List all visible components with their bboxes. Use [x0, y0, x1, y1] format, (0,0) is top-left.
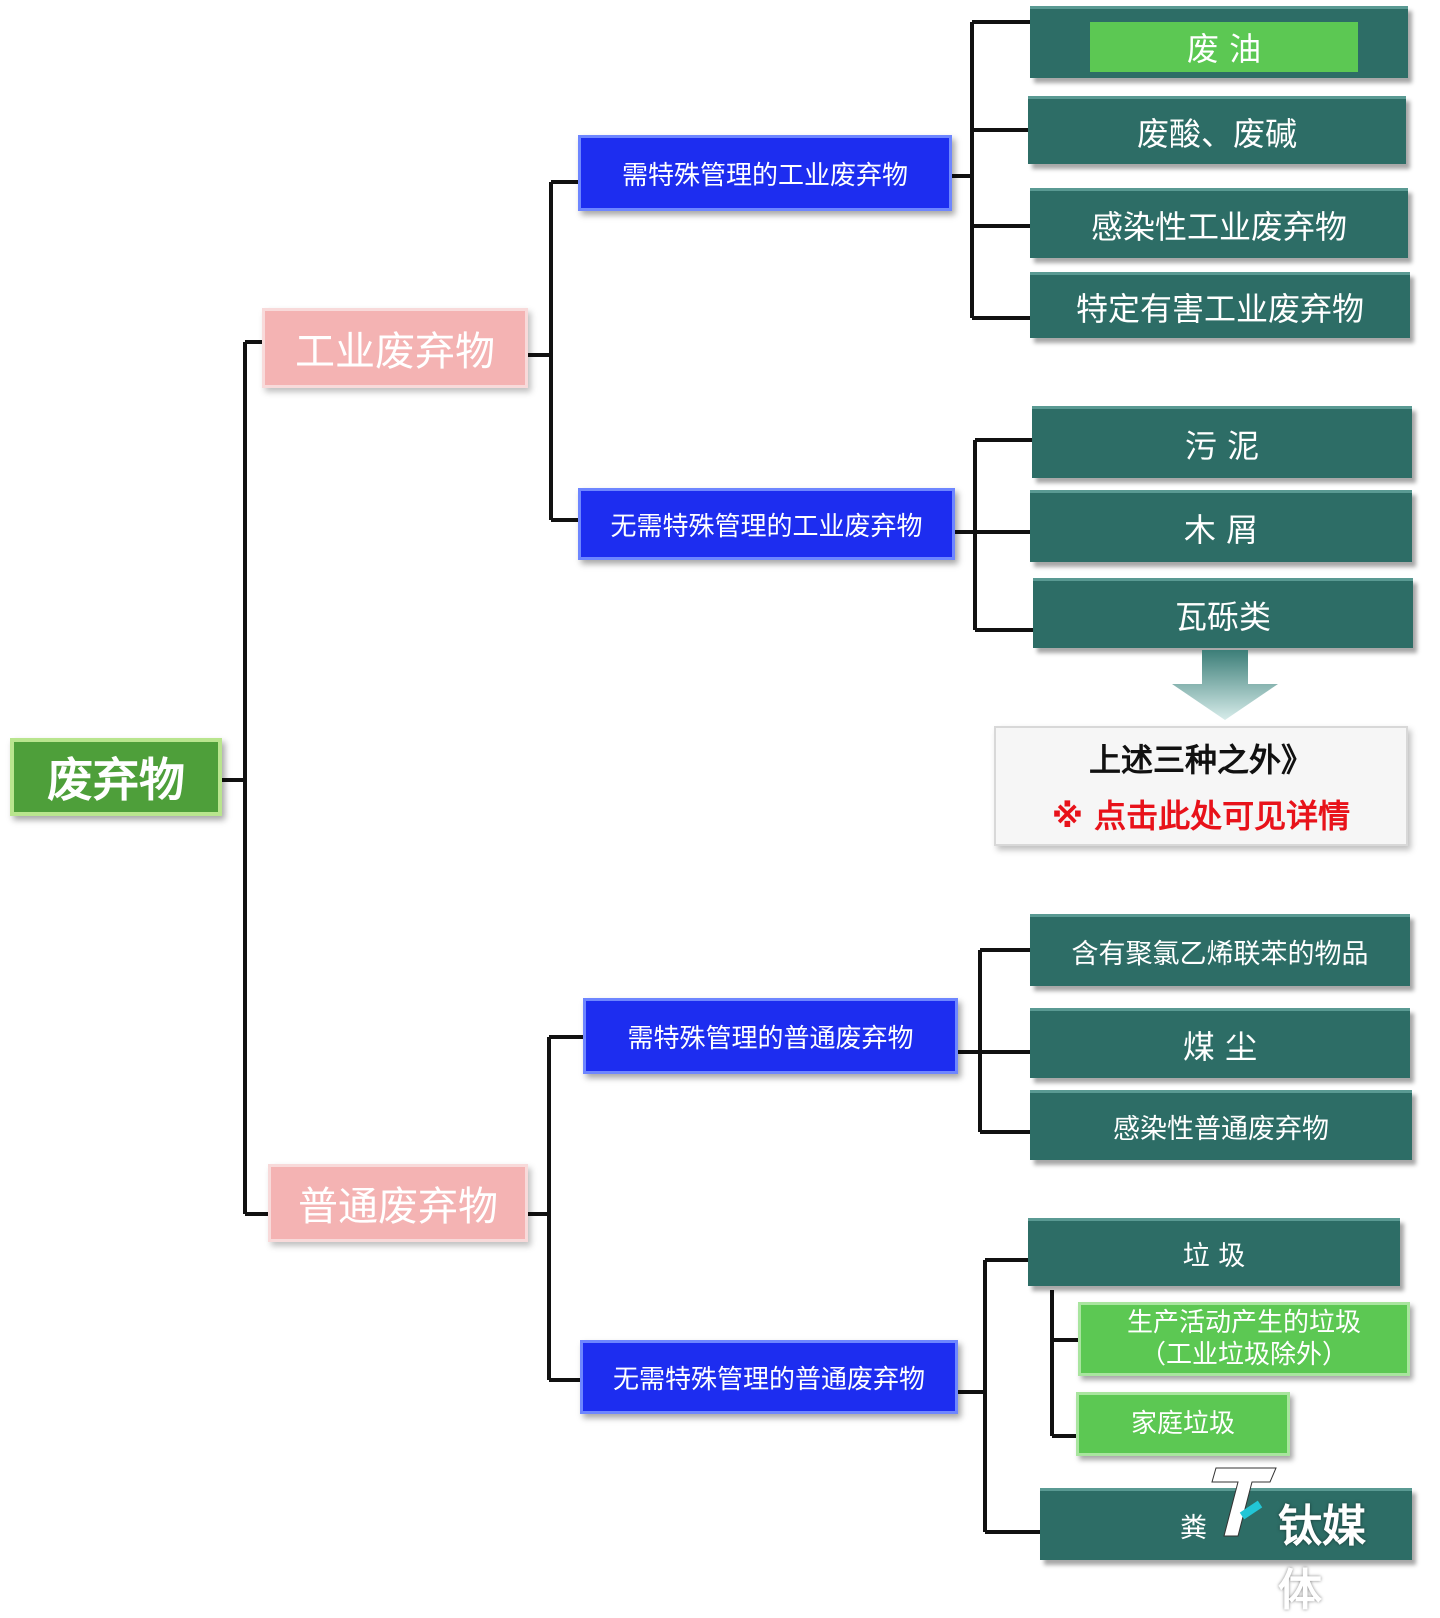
leaf-general-garbage: 垃 圾: [1028, 1218, 1400, 1286]
leaf-label-highlight: 废 油: [1090, 22, 1358, 72]
root-node: 废弃物: [10, 738, 222, 816]
leaf-industrial-special-4: 特定有害工业废弃物: [1030, 272, 1410, 338]
leaf-industrial-special-2: 废酸、废碱: [1028, 96, 1406, 164]
subcategory-industrial-nonspecial: 无需特殊管理的工业废弃物: [578, 488, 955, 560]
connector-industrial: [528, 180, 578, 522]
leaf-industrial-special-1: 废 油: [1030, 6, 1408, 78]
subcategory-general-nonspecial: 无需特殊管理的普通废弃物: [580, 1340, 958, 1414]
watermark-cn: 钛媒体: [1278, 1501, 1366, 1616]
tmtpost-logo-icon: [1211, 1467, 1277, 1537]
leaf-line: （工业垃圾除外）: [1139, 1340, 1348, 1370]
subcategory-industrial-special: 需特殊管理的工业废弃物: [578, 135, 952, 211]
connector-garbage-sub: [1050, 1290, 1078, 1438]
details-link[interactable]: ※ 点击此处可见详情: [1051, 797, 1351, 835]
connector-general-nonspecial: [958, 1258, 1040, 1534]
category-general: 普通废弃物: [268, 1164, 528, 1242]
leaf-general-special-1: 含有聚氯乙烯联苯的物品: [1030, 914, 1410, 986]
leaf-general-special-3: 感染性普通废弃物: [1030, 1090, 1412, 1160]
note-title: 上述三种之外》: [1088, 741, 1313, 779]
leaf-general-feces: 粪: [1040, 1488, 1412, 1560]
tmtpost-logo: TMTPOST 钛媒体: [1208, 1464, 1408, 1616]
connector-general-special: [958, 948, 1030, 1134]
leaf-industrial-nonspecial-3: 瓦砾类: [1033, 578, 1413, 648]
leaf-general-special-2: 煤 尘: [1030, 1008, 1410, 1078]
watermark-en: TMTPOST: [1278, 1464, 1384, 1485]
connector-general: [528, 1035, 583, 1382]
leaf-line: 家庭垃圾: [1130, 1409, 1235, 1439]
leaf-line: 生产活动产生的垃圾: [1126, 1308, 1361, 1338]
down-arrow-icon: [1172, 650, 1278, 720]
leaf-industrial-nonspecial-1: 污 泥: [1032, 406, 1412, 478]
subcategory-general-special: 需特殊管理的普通废弃物: [583, 998, 958, 1074]
connector-industrial-special: [952, 20, 1030, 320]
leaf-industrial-special-3: 感染性工业废弃物: [1030, 188, 1408, 258]
leaf-general-industrial-garbage: 生产活动产生的垃圾 （工业垃圾除外）: [1078, 1302, 1410, 1376]
leaf-general-household-garbage: 家庭垃圾: [1076, 1392, 1290, 1456]
connector-lines: [222, 20, 1078, 1534]
connector-root: [222, 340, 268, 1216]
details-note[interactable]: 上述三种之外》 ※ 点击此处可见详情: [994, 726, 1408, 846]
leaf-industrial-nonspecial-2: 木 屑: [1030, 490, 1412, 562]
connector-industrial-nonspecial: [955, 438, 1033, 632]
category-industrial: 工业废弃物: [262, 308, 528, 388]
